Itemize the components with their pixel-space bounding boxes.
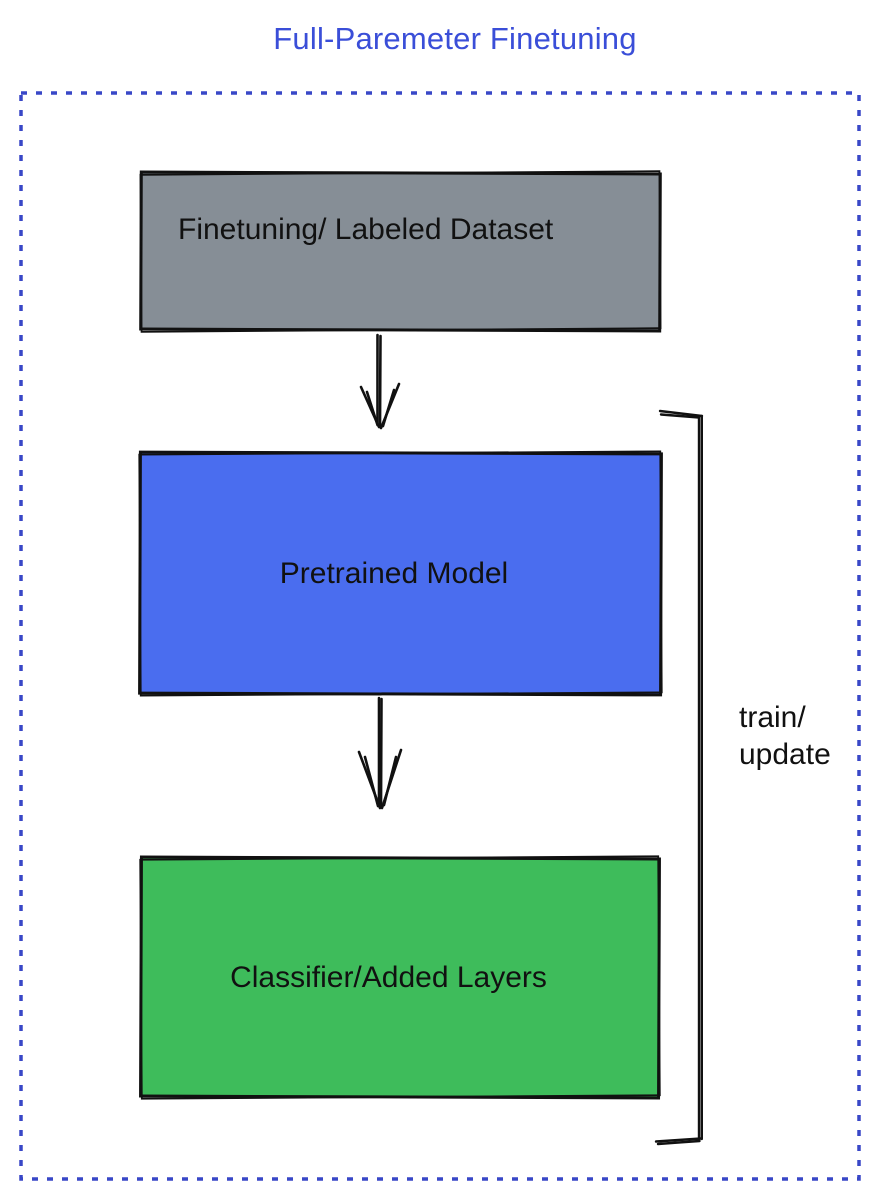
pretrained-box-sketch-outline: [138, 450, 663, 697]
diagram-title: Full-Paremeter Finetuning: [273, 21, 637, 56]
dataset-box: [139, 170, 662, 333]
dataset-box-label: Finetuning/ Labeled Dataset: [178, 213, 554, 246]
flow-arrow-dataset-to-model-icon: [359, 333, 401, 430]
pretrained-box-label: Pretrained Model: [279, 556, 509, 590]
classifier-box-label: Classifier/Added Layers: [230, 960, 547, 994]
classifier-box: [139, 855, 661, 1100]
dotted-boundary: [19, 91, 861, 1181]
pretrained-box: [138, 450, 663, 697]
dataset-box-sketch-outline: [139, 170, 662, 333]
flow-arrow-model-to-classifier-icon: [357, 696, 403, 810]
classifier-box-sketch-outline: [139, 855, 661, 1100]
dataset-box-fill: [139, 170, 662, 333]
train-update-bracket: [654, 409, 704, 1146]
bracket-label: train/ update: [739, 701, 831, 771]
